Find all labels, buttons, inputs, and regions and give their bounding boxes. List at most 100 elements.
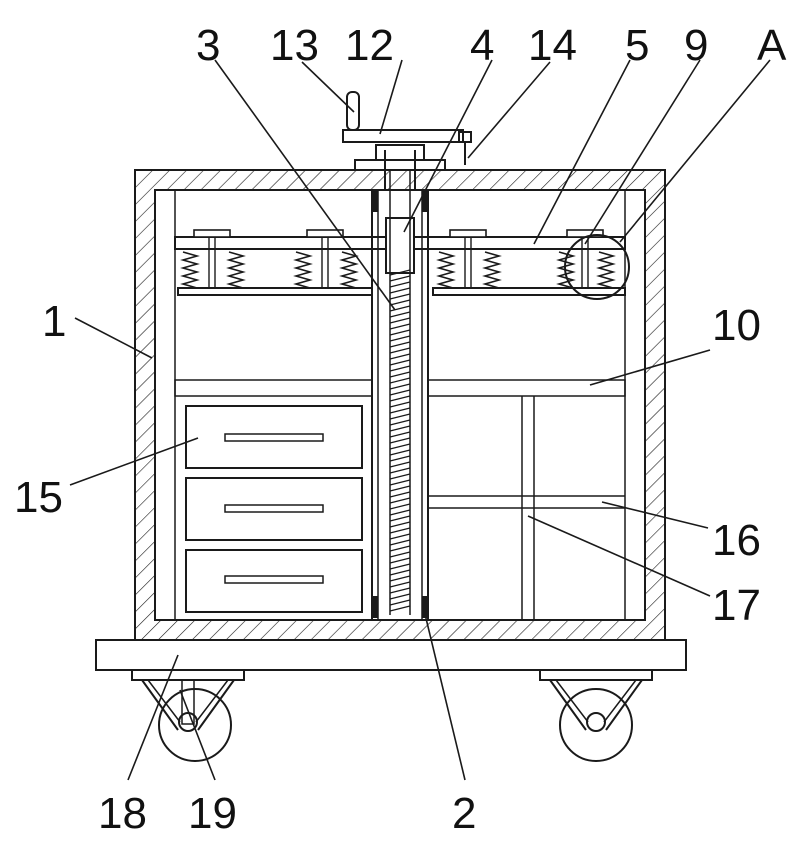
screw-thread (389, 353, 411, 360)
screw-thread (389, 587, 411, 594)
screw-thread (389, 347, 411, 354)
callout-9: 9 (684, 21, 708, 70)
spring-posts (193, 229, 604, 288)
leader-lines (69, 59, 771, 781)
screw-thread (389, 569, 411, 576)
callout-1: 1 (42, 297, 66, 346)
spring-coil (596, 251, 616, 289)
screw-thread (389, 473, 411, 480)
lead-screw (389, 170, 411, 615)
screw-thread (389, 461, 411, 468)
screw-thread (389, 323, 411, 330)
screw-thread (389, 551, 411, 558)
screw-thread (389, 431, 411, 438)
shelves (174, 379, 626, 397)
screw-thread (389, 605, 411, 612)
detail-circle-a (564, 234, 630, 300)
drawers (185, 405, 363, 613)
screw-thread (389, 449, 411, 456)
callout-a: A (757, 21, 787, 70)
callout-2: 2 (452, 789, 476, 838)
screw-thread (389, 425, 411, 432)
callout-15: 15 (14, 473, 63, 522)
inner-rails (174, 190, 626, 620)
callout-labels: 3 13 12 4 14 5 9 A 1 10 15 16 17 18 19 2 (14, 21, 787, 838)
screw-thread (389, 581, 411, 588)
screw-thread (389, 413, 411, 420)
screw-thread (389, 485, 411, 492)
spring-coil (436, 251, 456, 289)
screw-thread (389, 377, 411, 384)
screw-thread (389, 287, 411, 294)
screw-thread (389, 515, 411, 522)
screw-thread (389, 593, 411, 600)
screw-thread (389, 341, 411, 348)
screw-thread (389, 371, 411, 378)
caster-left (131, 669, 245, 762)
screw-thread (389, 497, 411, 504)
screw-thread (389, 359, 411, 366)
screw-thread (389, 275, 411, 282)
callout-19: 19 (188, 789, 237, 838)
callout-13: 13 (270, 21, 319, 70)
top-shaft (354, 144, 446, 190)
lifting-plate (174, 236, 626, 250)
spring-coil (339, 251, 359, 289)
callout-10: 10 (712, 301, 761, 350)
screw-thread (389, 575, 411, 582)
spring-coil (226, 251, 246, 289)
screw-thread (389, 305, 411, 312)
screw-thread (389, 293, 411, 300)
callout-16: 16 (712, 516, 761, 565)
screw-thread (389, 563, 411, 570)
screw-thread (389, 557, 411, 564)
callout-5: 5 (625, 21, 649, 70)
screw-thread (389, 281, 411, 288)
screw-thread (389, 455, 411, 462)
screw-thread (389, 311, 411, 318)
spring-groups (180, 251, 616, 289)
callout-17: 17 (712, 581, 761, 630)
compartment-dividers (428, 396, 625, 620)
screw-thread (389, 401, 411, 408)
screw-thread (389, 335, 411, 342)
screw-thread (389, 299, 411, 306)
screw-thread (389, 545, 411, 552)
screw-thread (389, 407, 411, 414)
callout-18: 18 (98, 789, 147, 838)
screw-thread (389, 389, 411, 396)
screw-thread (389, 503, 411, 510)
screw-thread (389, 491, 411, 498)
screw-thread (389, 317, 411, 324)
spring-coil (482, 251, 502, 289)
post-cap (306, 229, 344, 238)
screw-thread (389, 599, 411, 606)
spring-coil (293, 251, 313, 289)
spring-coil (180, 251, 200, 289)
post-cap (449, 229, 487, 238)
screw-thread (389, 527, 411, 534)
screw-thread (389, 395, 411, 402)
screw-thread (389, 443, 411, 450)
screw-thread (389, 329, 411, 336)
screw-thread (389, 437, 411, 444)
callout-14: 14 (528, 21, 577, 70)
crank-handle (342, 91, 472, 165)
screw-thread (389, 479, 411, 486)
screw-housing (371, 190, 429, 620)
caster-right (539, 669, 653, 762)
spring-base-bars (177, 287, 626, 296)
base-plate (95, 639, 687, 671)
screw-thread (389, 533, 411, 540)
screw-thread (389, 419, 411, 426)
callout-12: 12 (345, 21, 394, 70)
callout-4: 4 (470, 21, 494, 70)
screw-thread (389, 539, 411, 546)
post-cap (193, 229, 231, 238)
screw-thread (389, 467, 411, 474)
callout-3: 3 (196, 21, 220, 70)
screw-thread (389, 383, 411, 390)
screw-thread (389, 509, 411, 516)
